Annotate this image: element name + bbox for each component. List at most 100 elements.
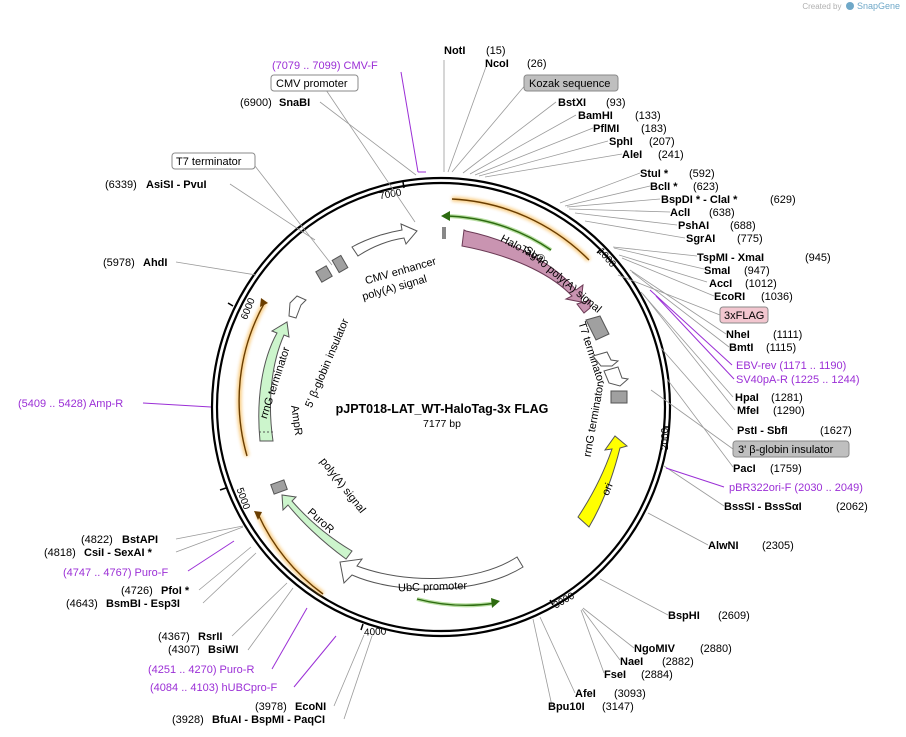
enzyme-snabi[interactable]: SnaBI bbox=[279, 97, 310, 109]
callout-kozak: Kozak sequence bbox=[529, 78, 610, 90]
enzyme-alwni-pos: (2305) bbox=[762, 540, 794, 552]
enzyme-afei[interactable]: AfeI bbox=[575, 688, 596, 700]
feature-globin3[interactable] bbox=[610, 390, 628, 404]
enzyme-bfuai-pos: (3928) bbox=[172, 714, 204, 726]
enzyme-tspmi-xmai[interactable]: TspMI - XmaI bbox=[697, 252, 764, 264]
enzyme-psti-sbfi[interactable]: PstI - SbfI bbox=[737, 425, 788, 437]
primer-cmv-f[interactable]: (7079 .. 7099) CMV-F bbox=[272, 60, 378, 72]
enzyme-smai-pos: (947) bbox=[744, 265, 770, 277]
callout-globin3-box[interactable] bbox=[732, 440, 850, 458]
feature-halotag[interactable] bbox=[461, 229, 584, 303]
enzyme-econi[interactable]: EcoNI bbox=[295, 701, 326, 713]
enzyme-bsssi-pos: (2062) bbox=[836, 501, 868, 513]
feature-ampr[interactable] bbox=[258, 321, 290, 442]
promoter-arc-ubc-head-icon bbox=[491, 598, 500, 608]
enzyme-sphi[interactable]: SphI bbox=[609, 136, 633, 148]
enzyme-bpu10i-pos: (3147) bbox=[602, 701, 634, 713]
credit-text: Created by bbox=[802, 2, 842, 11]
tick-7000 bbox=[402, 181, 405, 189]
enzyme-rsrii[interactable]: RsrII bbox=[198, 631, 222, 643]
feature-ori[interactable] bbox=[577, 435, 629, 528]
enzyme-mfei[interactable]: MfeI bbox=[737, 405, 759, 417]
feature-t7-term-arrow[interactable] bbox=[592, 351, 620, 367]
enzyme-bsphi[interactable]: BspHI bbox=[668, 610, 700, 622]
feature-cmv-enhancer[interactable] bbox=[351, 223, 418, 257]
enzyme-ecori-pos: (1036) bbox=[761, 291, 793, 303]
feature-globin5-box[interactable] bbox=[315, 265, 333, 283]
feature-ori-label: ori bbox=[600, 481, 616, 497]
enzyme-stui[interactable]: StuI * bbox=[640, 168, 669, 180]
callout-cmv-promoter-box[interactable] bbox=[270, 74, 359, 92]
callout-t7-terminator-box[interactable] bbox=[171, 152, 256, 170]
enzyme-fsei[interactable]: FseI bbox=[604, 669, 626, 681]
tick-6000 bbox=[227, 302, 234, 307]
primer-ebv-rev[interactable]: EBV-rev (1171 .. 1190) bbox=[736, 360, 846, 372]
enzyme-bsiwi[interactable]: BsiWI bbox=[208, 644, 239, 656]
feature-sv40-polya[interactable] bbox=[585, 315, 610, 341]
feature-t7-left-box[interactable] bbox=[331, 254, 349, 274]
feature-kozak-mark bbox=[442, 227, 446, 239]
feature-puror[interactable] bbox=[281, 494, 353, 560]
primer-puro-r[interactable]: (4251 .. 4270) Puro-R bbox=[148, 664, 254, 676]
callout-kozak-box[interactable] bbox=[523, 74, 619, 92]
enzyme-snabi-pos: (6900) bbox=[240, 97, 272, 109]
enzyme-bamhi[interactable]: BamHI bbox=[578, 110, 613, 122]
enzyme-asisi-pvui[interactable]: AsiSI - PvuI bbox=[146, 179, 207, 191]
enzyme-bstapi[interactable]: BstAPI bbox=[122, 534, 158, 546]
enzyme-noti[interactable]: NotI bbox=[444, 45, 465, 57]
enzyme-hpai-pos: (1281) bbox=[771, 392, 803, 404]
feature-ampr-label: AmpR bbox=[288, 404, 304, 436]
enzyme-acci[interactable]: AccI bbox=[709, 278, 732, 290]
enzyme-pfoi[interactable]: PfoI * bbox=[161, 585, 190, 597]
plasmid-length: 7177 bp bbox=[423, 418, 461, 430]
feature-ubc-promoter[interactable] bbox=[339, 556, 524, 590]
enzyme-alwni[interactable]: AlwNI bbox=[708, 540, 739, 552]
enzyme-nhei[interactable]: NheI bbox=[726, 329, 750, 341]
enzyme-bstxi[interactable]: BstXI bbox=[558, 97, 586, 109]
enzyme-bspdi-clai[interactable]: BspDI * - ClaI * bbox=[661, 194, 738, 206]
callout-3xflag-box[interactable] bbox=[719, 306, 769, 324]
primer-sv40pa-r[interactable]: SV40pA-R (1225 .. 1244) bbox=[736, 374, 860, 386]
enzyme-bmti[interactable]: BmtI bbox=[729, 342, 753, 354]
enzyme-nhei-pos: (1111) bbox=[773, 329, 802, 341]
primer-puro-f[interactable]: (4747 .. 4767) Puro-F bbox=[63, 567, 168, 579]
feature-rrng-right-label: rrnG terminator bbox=[582, 382, 607, 458]
enzyme-sgrai[interactable]: SgrAI bbox=[686, 233, 715, 245]
enzyme-bsphi-pos: (2609) bbox=[718, 610, 750, 622]
enzyme-alei[interactable]: AleI bbox=[622, 149, 642, 161]
feature-flag-box[interactable] bbox=[576, 299, 591, 314]
enzyme-bcli-pos: (623) bbox=[693, 181, 719, 193]
enzyme-pshai-pos: (688) bbox=[730, 220, 756, 232]
enzyme-csii-sexai[interactable]: CsiI - SexAI * bbox=[84, 547, 153, 559]
enzyme-bcli[interactable]: BclI * bbox=[650, 181, 678, 193]
enzyme-pshai[interactable]: PshAI bbox=[678, 220, 709, 232]
enzyme-acli-pos: (638) bbox=[709, 207, 735, 219]
feature-rrng-arrow[interactable] bbox=[603, 366, 630, 387]
feature-ubc-label: UbC promoter bbox=[398, 580, 468, 594]
feature-rrng-left-arrow[interactable] bbox=[288, 295, 307, 319]
backbone-inner bbox=[215, 181, 667, 633]
enzyme-ahdi[interactable]: AhdI bbox=[143, 257, 167, 269]
enzyme-ecori[interactable]: EcoRI bbox=[714, 291, 745, 303]
enzyme-pflmi[interactable]: PflMI bbox=[593, 123, 619, 135]
enzyme-ngomiv[interactable]: NgoMIV bbox=[634, 643, 676, 655]
enzyme-bfuai-bspmi-paqci[interactable]: BfuAI - BspMI - PaqCI bbox=[212, 714, 325, 726]
enzyme-ncoi[interactable]: NcoI bbox=[485, 58, 509, 70]
credit-brand: SnapGene bbox=[856, 1, 900, 11]
enzyme-bsmbi-esp3i[interactable]: BsmBI - Esp3I bbox=[106, 598, 180, 610]
feature-polya-box[interactable] bbox=[270, 479, 288, 495]
primer-hubcpro-f[interactable]: (4084 .. 4103) hUBCpro-F bbox=[150, 682, 277, 694]
enzyme-noti-pos: (15) bbox=[486, 45, 506, 57]
primer-amp-r[interactable]: (5409 .. 5428) Amp-R bbox=[18, 398, 123, 410]
enzyme-afei-pos: (3093) bbox=[614, 688, 646, 700]
primer-pbr322ori-f[interactable]: pBR322ori-F (2030 .. 2049) bbox=[729, 482, 863, 494]
feature-globin5-label: 5' β-globin insulator bbox=[303, 317, 351, 410]
enzyme-bpu10i[interactable]: Bpu10I bbox=[548, 701, 585, 713]
enzyme-bsssi[interactable]: BssSI - BssSαI bbox=[724, 501, 802, 513]
enzyme-paci[interactable]: PacI bbox=[733, 463, 756, 475]
enzyme-bstapi-pos: (4822) bbox=[81, 534, 113, 546]
enzyme-naei[interactable]: NaeI bbox=[620, 656, 643, 668]
enzyme-smai[interactable]: SmaI bbox=[704, 265, 730, 277]
enzyme-acli[interactable]: AclI bbox=[670, 207, 690, 219]
enzyme-hpai[interactable]: HpaI bbox=[735, 392, 759, 404]
